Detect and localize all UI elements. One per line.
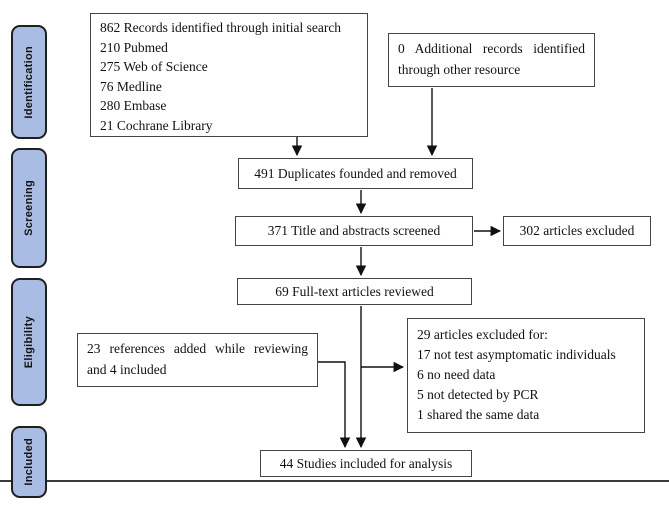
box-titles-screened: 371 Title and abstracts screened bbox=[235, 216, 473, 246]
arrow-references-to-included bbox=[318, 361, 351, 449]
box-records-identified: 862 Records identified through initial s… bbox=[90, 13, 368, 137]
box-line: 210 Pubmed bbox=[100, 39, 168, 55]
box-line: 862 Records identified through initial s… bbox=[100, 20, 342, 35]
box-line: 29 articles excluded for: bbox=[417, 327, 548, 342]
stage-screening: Screening bbox=[11, 148, 47, 268]
box-line: 17 not test asymptomatic individuals bbox=[417, 347, 616, 362]
box-line: 6 no need data bbox=[417, 367, 496, 382]
box-line: 1 shared the same data bbox=[417, 407, 540, 422]
box-articles-excluded: 302 articles excluded bbox=[503, 216, 651, 246]
box-additional-records: 0 Additional records identified through … bbox=[388, 33, 595, 87]
box-line: 21 Cochrane Library bbox=[100, 117, 213, 133]
box-references-added: 23 references added while reviewing and … bbox=[77, 333, 318, 387]
stage-label: Identification bbox=[23, 45, 35, 119]
box-studies-included: 44 Studies included for analysis bbox=[260, 450, 472, 477]
box-fulltext-excluded: 29 articles excluded for: 17 not test as… bbox=[407, 318, 645, 433]
box-line: 76 Medline bbox=[100, 78, 162, 94]
stage-identification: Identification bbox=[11, 25, 47, 139]
stage-eligibility: Eligibility bbox=[11, 278, 47, 406]
box-fulltext-reviewed: 69 Full-text articles reviewed bbox=[237, 278, 472, 305]
box-duplicates-removed: 491 Duplicates founded and removed bbox=[238, 158, 473, 189]
box-line: 280 Embase bbox=[100, 98, 167, 113]
box-line: 5 not detected by PCR bbox=[417, 387, 539, 402]
stage-label: Included bbox=[23, 438, 35, 486]
stage-label: Screening bbox=[23, 180, 35, 236]
stage-included: Included bbox=[11, 426, 47, 498]
stage-label: Eligibility bbox=[23, 315, 35, 369]
box-line: 275 Web of Science bbox=[100, 59, 208, 74]
